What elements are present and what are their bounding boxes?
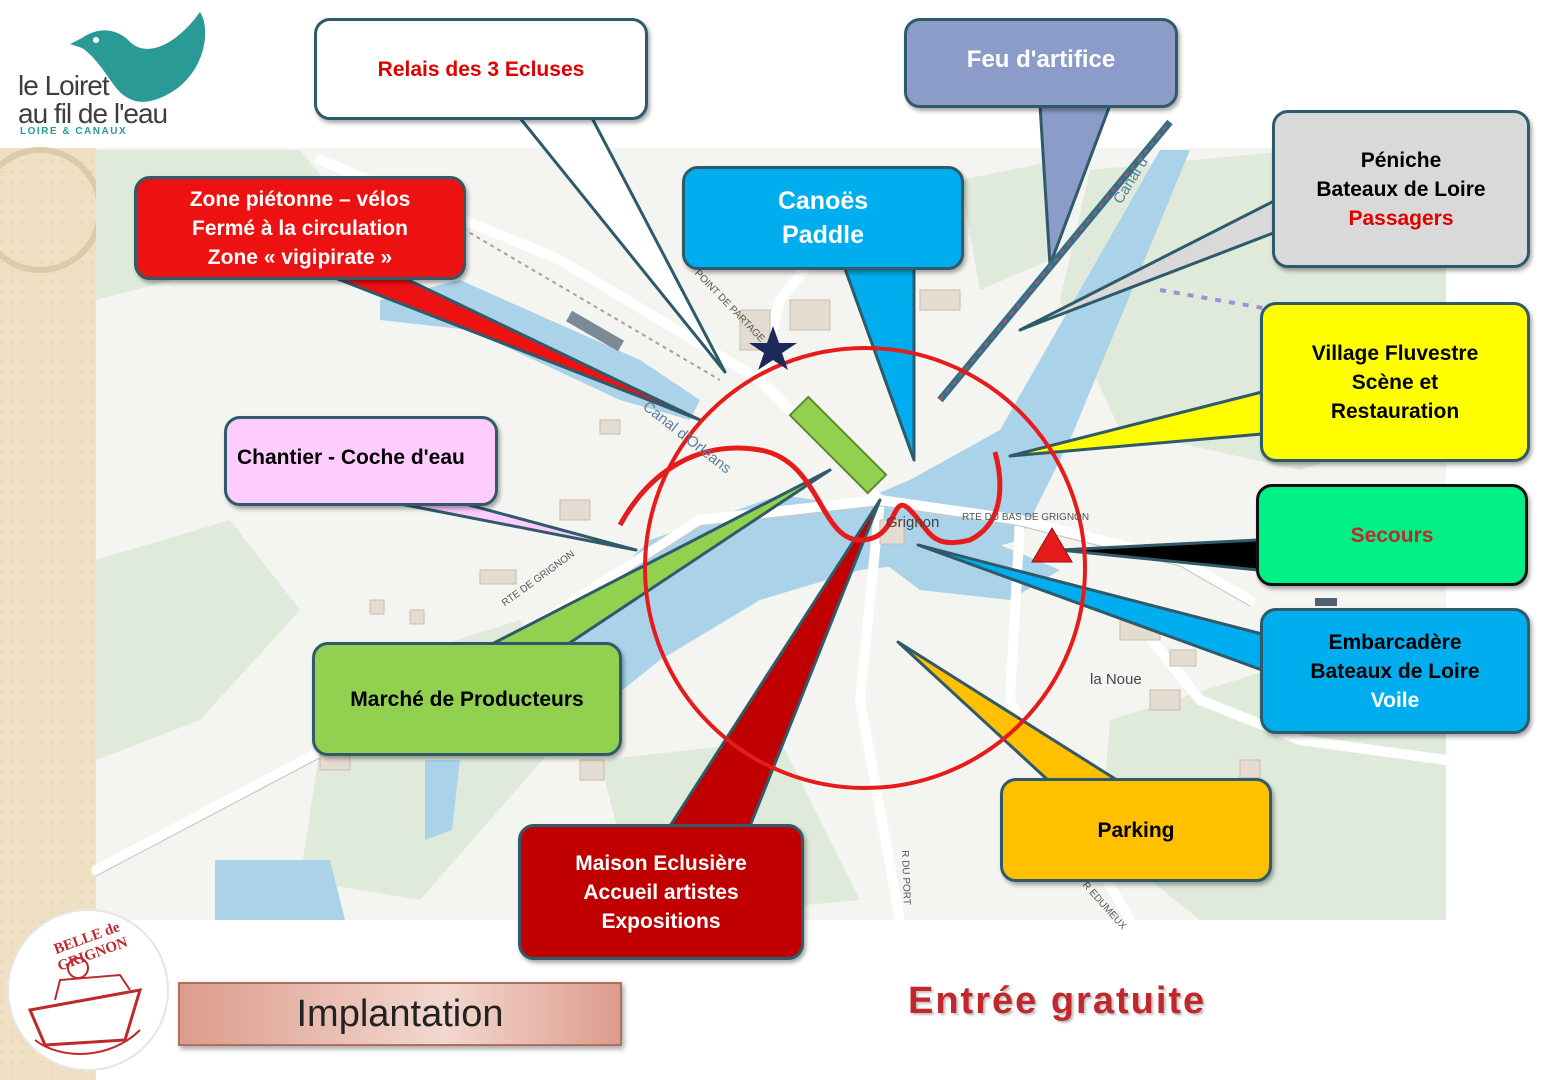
- market-area: [788, 395, 888, 495]
- callout-relais-des-3-ecluses: Relais des 3 Ecluses: [314, 18, 648, 120]
- callout-feu-d-artifice: Feu d'artifice: [904, 18, 1178, 108]
- marche-label: Marché de Producteurs: [350, 687, 584, 711]
- parking-label: Parking: [1097, 818, 1175, 842]
- zone-line3: Zone « vigipirate »: [207, 245, 393, 269]
- village-line3: Restauration: [1330, 399, 1460, 423]
- chantier-label: Chantier - Coche d'eau: [237, 446, 465, 469]
- feu-label: Feu d'artifice: [966, 46, 1116, 73]
- callout-pointers: [328, 103, 1278, 828]
- logo-bird-icon: [70, 12, 206, 102]
- secours-triangle-marker: [1031, 527, 1073, 563]
- zone-line2: Fermé à la circulation: [192, 216, 408, 240]
- embarcadere-line2: Bateaux de Loire: [1310, 659, 1480, 683]
- map-label-grignon: Grignon: [886, 514, 940, 531]
- relais-star-marker: [749, 326, 797, 370]
- logo-line2: au fil de l'eau: [18, 98, 168, 129]
- map-label-r-du-port: R DU PORT: [899, 850, 912, 906]
- callout-parking: Parking: [1000, 778, 1272, 882]
- callout-embarcadere: Embarcadère Bateaux de Loire Voile: [1260, 608, 1530, 734]
- embarcadere-line1: Embarcadère: [1328, 630, 1462, 654]
- maison-line1: Maison Eclusière: [575, 851, 747, 875]
- callout-canoes-paddle: Canoës Paddle: [682, 166, 964, 270]
- secours-label: Secours: [1350, 523, 1434, 547]
- lock-structure: [566, 310, 624, 352]
- title-label: Implantation: [296, 992, 504, 1035]
- logo-tagline: LOIRE & CANAUX: [20, 126, 128, 137]
- callout-secours: Secours: [1256, 484, 1528, 586]
- entree-gratuite: Entrée gratuite: [908, 980, 1207, 1022]
- callout-marche-de-producteurs: Marché de Producteurs: [312, 642, 622, 756]
- callout-village-fluvestre: Village Fluvestre Scène et Restauration: [1260, 302, 1530, 462]
- callout-peniche: Péniche Bateaux de Loire Passagers: [1272, 110, 1530, 268]
- callout-zone-pietonne: Zone piétonne – vélos Fermé à la circula…: [134, 176, 466, 280]
- event-perimeter-circle: [643, 346, 1087, 790]
- belle-de-grignon-badge-icon: [7, 909, 169, 1071]
- callout-chantier-coche-d-eau: Chantier - Coche d'eau: [224, 416, 498, 506]
- village-line2: Scène et: [1351, 370, 1439, 394]
- maison-line3: Expositions: [601, 909, 721, 933]
- village-line1: Village Fluvestre: [1311, 341, 1479, 365]
- logo-line1: le Loiret: [18, 70, 110, 101]
- callout-maison-eclusiere: Maison Eclusière Accueil artistes Exposi…: [518, 824, 804, 960]
- canoes-line2: Paddle: [782, 221, 864, 249]
- title-box: Implantation: [178, 982, 622, 1046]
- map-label-la-noue: la Noue: [1090, 671, 1142, 688]
- fireworks-dashed-line: [939, 121, 1171, 401]
- pedestrian-zone-path: [617, 445, 1003, 546]
- maison-line2: Accueil artistes: [583, 880, 739, 904]
- embarcadere-line3: Voile: [1370, 688, 1420, 712]
- peniche-line1: Péniche: [1360, 148, 1442, 172]
- peniche-line2: Bateaux de Loire: [1316, 177, 1486, 201]
- map-label-rte-bas: RTE DU BAS DE GRIGNON: [962, 512, 1090, 523]
- peniche-line3: Passagers: [1348, 206, 1454, 230]
- canoes-line1: Canoës: [777, 187, 869, 215]
- small-jetty: [1315, 598, 1337, 606]
- relais-label: Relais des 3 Ecluses: [377, 57, 585, 81]
- zone-line1: Zone piétonne – vélos: [189, 187, 411, 211]
